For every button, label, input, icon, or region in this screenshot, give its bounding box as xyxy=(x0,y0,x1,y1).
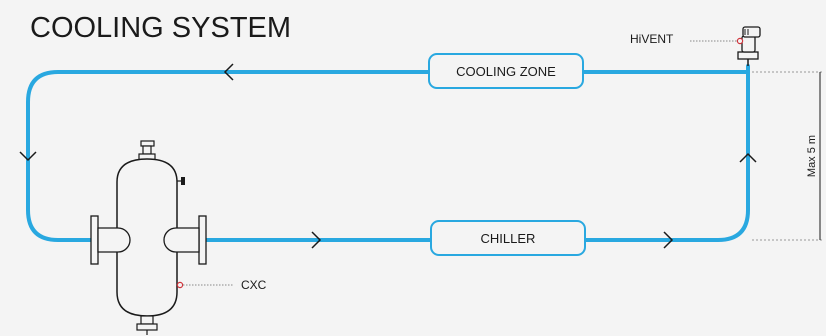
diagram-title: COOLING SYSTEM xyxy=(30,12,292,44)
flow-arrow-top xyxy=(223,63,234,81)
hivent-label: HiVENT xyxy=(630,32,674,46)
cxc-label: CXC xyxy=(241,278,267,292)
hivent-icon xyxy=(736,26,761,66)
cxc-separator-icon xyxy=(90,140,207,335)
flow-arrow-bottom-2 xyxy=(663,231,674,249)
cooling-zone-box: COOLING ZONE xyxy=(428,53,584,89)
flow-arrow-bottom-1 xyxy=(311,231,322,249)
flow-arrow-left xyxy=(19,151,37,162)
chiller-box: CHILLER xyxy=(430,220,586,256)
pipe-loop xyxy=(26,64,750,242)
dimension-label: Max 5 m xyxy=(806,134,818,178)
flow-arrow-right xyxy=(739,152,757,163)
